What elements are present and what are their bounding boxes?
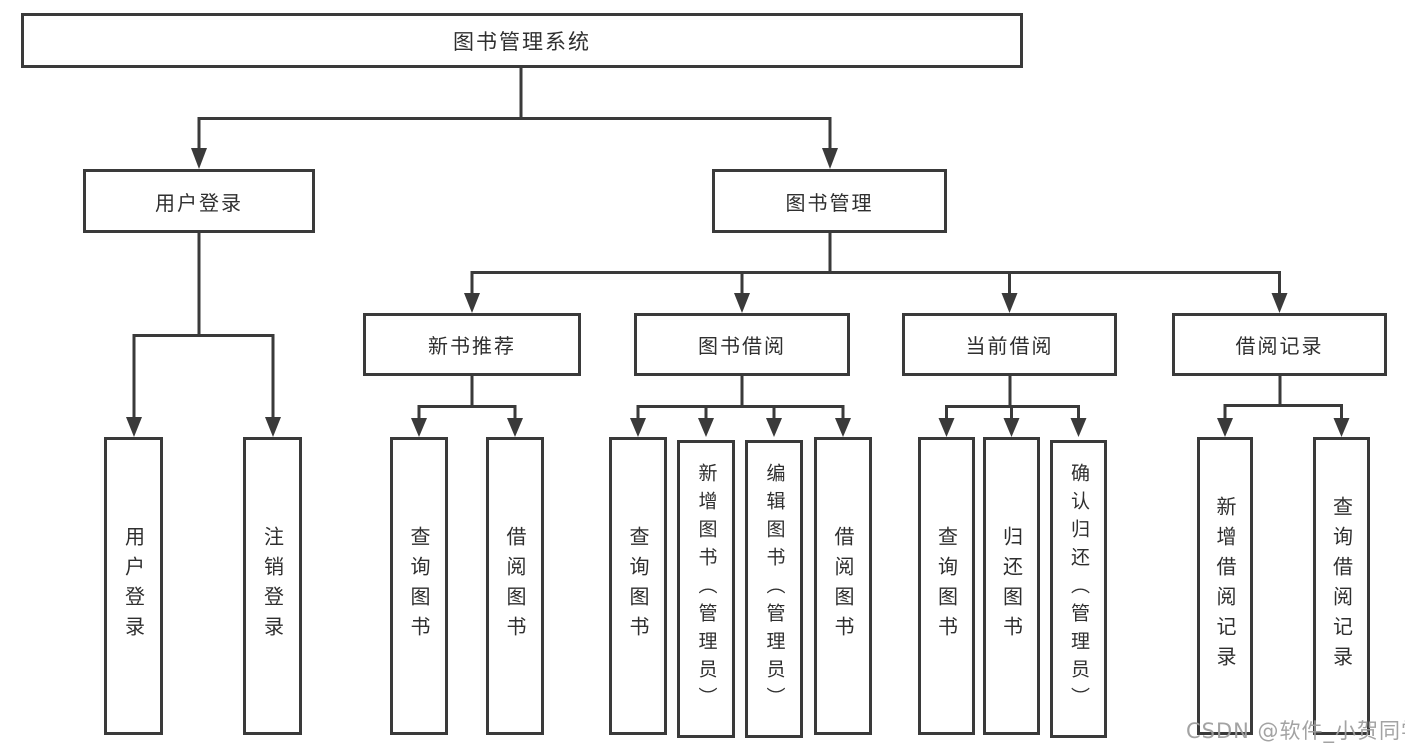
connector-book-borrow-children: [630, 376, 851, 437]
node-new-book-recommend: 新书推荐: [363, 313, 581, 376]
connector-current-borrow-children: [938, 376, 1087, 437]
arrow-down-icon: [835, 418, 851, 437]
node-user-login: 用户登录: [83, 169, 315, 233]
arrow-down-icon: [1003, 418, 1020, 437]
arrow-down-icon: [1070, 418, 1087, 437]
arrow-down-icon: [464, 293, 480, 313]
arrow-down-icon: [507, 418, 523, 437]
node-book-borrow: 图书借阅: [634, 313, 850, 376]
leaf-query-borrow-record: 查询借阅记录: [1313, 437, 1370, 735]
leaf-return-books: 归还图书: [983, 437, 1040, 735]
leaf-user-login: 用户登录: [104, 437, 163, 735]
node-library-management-system: 图书管理系统: [21, 13, 1023, 68]
arrow-down-icon: [938, 418, 955, 437]
csdn-watermark: CSDN @软件_小贺同学: [1186, 719, 1405, 743]
leaf-query-books-recommend: 查询图书: [390, 437, 448, 735]
connector-borrow-record-children: [1217, 376, 1350, 437]
leaf-edit-books-admin: 编辑图书（管理员）: [745, 440, 803, 738]
leaf-logout: 注销登录: [243, 437, 302, 735]
leaf-query-books-borrow: 查询图书: [609, 437, 667, 735]
arrow-down-icon: [1217, 418, 1233, 437]
leaf-borrow-books-recommend: 借阅图书: [486, 437, 544, 735]
node-current-borrow: 当前借阅: [902, 313, 1117, 376]
connector-new-book-children: [411, 376, 523, 437]
connector-root-to-level2: [191, 68, 838, 169]
arrow-down-icon: [411, 418, 427, 437]
arrow-down-icon: [1271, 293, 1288, 313]
leaf-add-borrow-record: 新增借阅记录: [1197, 437, 1253, 735]
connector-book-management-children: [464, 233, 1288, 313]
leaf-borrow-books: 借阅图书: [814, 437, 872, 735]
arrow-down-icon: [265, 417, 281, 437]
node-borrow-record: 借阅记录: [1172, 313, 1387, 376]
arrow-down-icon: [1001, 293, 1018, 313]
connector-user-login-children: [126, 233, 281, 437]
arrow-down-icon: [822, 148, 838, 169]
arrow-down-icon: [191, 148, 207, 169]
arrow-down-icon: [1333, 418, 1350, 437]
arrow-down-icon: [734, 293, 750, 313]
arrow-down-icon: [630, 418, 646, 437]
leaf-query-books-current: 查询图书: [918, 437, 975, 735]
arrow-down-icon: [126, 417, 142, 437]
leaf-add-books-admin: 新增图书（管理员）: [677, 440, 735, 738]
node-book-management: 图书管理: [712, 169, 947, 233]
arrow-down-icon: [766, 418, 782, 437]
arrow-down-icon: [698, 418, 714, 437]
leaf-confirm-return-admin: 确认归还（管理员）: [1050, 440, 1107, 738]
